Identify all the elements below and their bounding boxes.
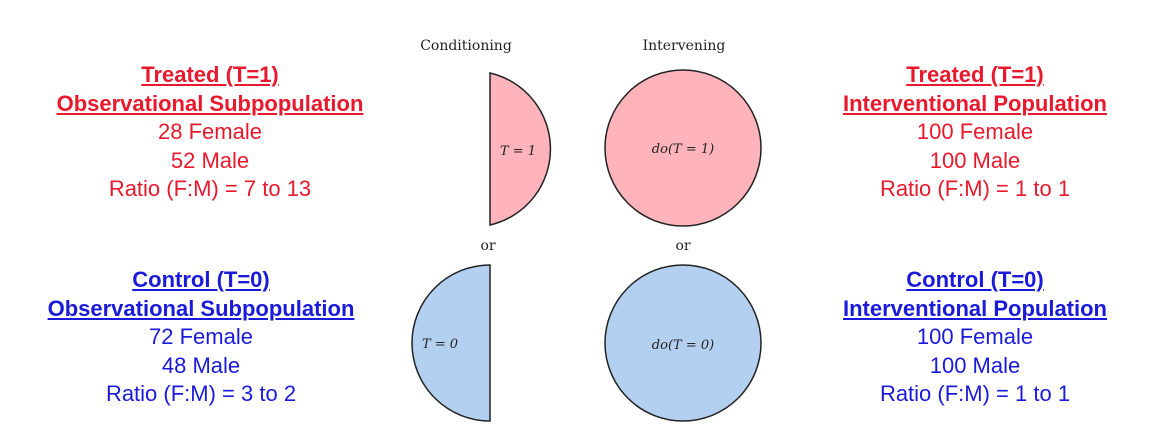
control-observational-subtitle: Observational Subpopulation	[47, 295, 355, 321]
treated-interventional-female: 100 Female	[916, 119, 1034, 144]
control-observational-title: Control (T=0)	[132, 267, 270, 292]
control-observational-male: 48 Male	[161, 352, 241, 378]
treated-interventional-male: 100 Male	[929, 147, 1021, 173]
control-half-circle	[411, 264, 491, 422]
control-full-circle	[604, 264, 762, 422]
control-interventional-title: Control (T=0)	[906, 267, 1044, 292]
treated-interventional-subtitle: Interventional Population	[842, 90, 1107, 116]
treated-observational-panel: Treated (T=1) Observational Subpopulatio…	[20, 61, 400, 204]
control-interventional-female: 100 Female	[916, 324, 1034, 349]
control-observational-ratio: Ratio (F:M) = 3 to 2	[105, 381, 297, 406]
treated-observational-subtitle: Observational Subpopulation	[56, 90, 364, 116]
intervening-header: Intervening	[643, 38, 726, 54]
control-interventional-ratio: Ratio (F:M) = 1 to 1	[879, 381, 1071, 406]
treated-half-circle-label: T = 1	[500, 144, 536, 159]
control-observational-female: 72 Female	[149, 324, 253, 349]
treated-observational-ratio: Ratio (F:M) = 7 to 13	[108, 176, 312, 201]
control-full-circle-label: do(T = 0)	[652, 338, 714, 353]
treated-interventional-title: Treated (T=1)	[906, 62, 1044, 87]
control-observational-panel: Control (T=0) Observational Subpopulatio…	[20, 266, 382, 409]
or-right-label: or	[675, 238, 690, 254]
control-half-circle-label: T = 0	[422, 337, 458, 352]
treated-interventional-ratio: Ratio (F:M) = 1 to 1	[879, 176, 1071, 201]
conditioning-header: Conditioning	[420, 38, 512, 54]
control-interventional-subtitle: Interventional Population	[842, 295, 1107, 321]
treated-full-circle-label: do(T = 1)	[652, 142, 714, 157]
control-interventional-panel: Control (T=0) Interventional Population …	[785, 266, 1165, 409]
treated-observational-male: 52 Male	[170, 147, 250, 173]
treated-observational-female: 28 Female	[158, 119, 262, 144]
treated-half-circle	[489, 72, 552, 226]
treated-interventional-panel: Treated (T=1) Interventional Population …	[785, 61, 1165, 204]
treated-observational-title: Treated (T=1)	[141, 62, 279, 87]
or-left-label: or	[480, 238, 495, 254]
treated-full-circle	[604, 69, 762, 227]
control-interventional-male: 100 Male	[929, 352, 1021, 378]
